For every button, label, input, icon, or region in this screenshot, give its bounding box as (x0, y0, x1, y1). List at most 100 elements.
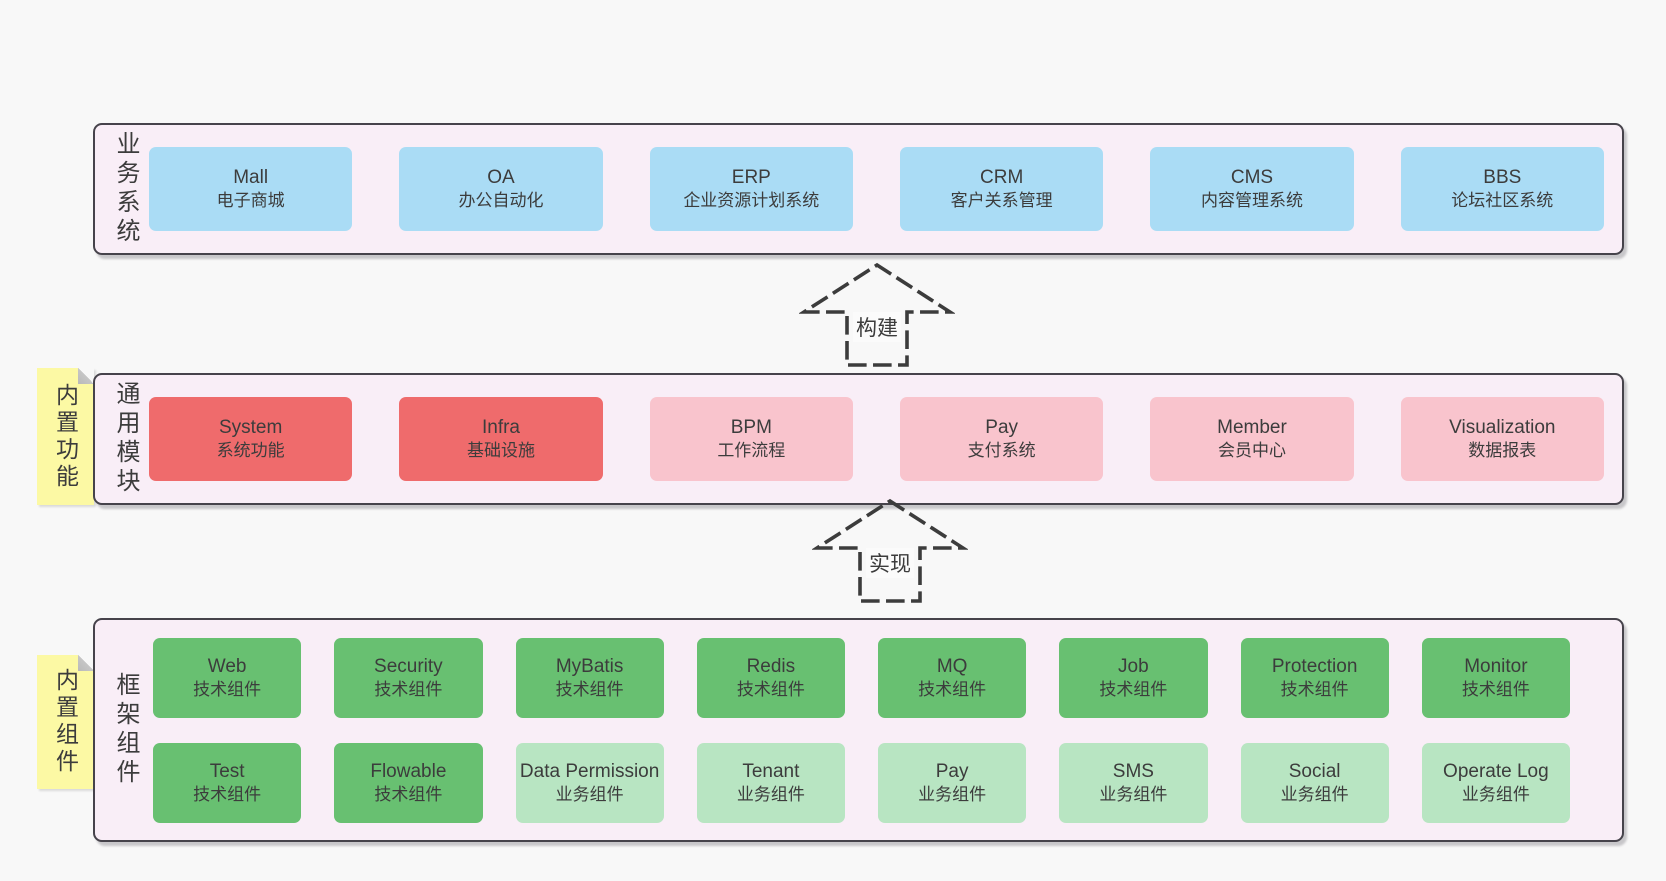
box-cn-label: 技术组件 (1099, 679, 1168, 699)
box-bbs: BBS 论坛社区系统 (1400, 147, 1604, 231)
arrow-label: 构建 (853, 312, 901, 342)
box-en-label: System (218, 417, 283, 439)
box-operate-log: Operate Log 业务组件 (1421, 742, 1570, 823)
box-cn-label: 基础设施 (466, 441, 535, 461)
box-cn-label: 业务组件 (736, 784, 805, 804)
sticky-note-text: 内置组件 (52, 668, 79, 776)
box-en-label: MQ (936, 655, 968, 677)
box-cn-label: 业务组件 (918, 784, 987, 804)
box-en-label: Pay (985, 417, 1019, 439)
box-en-label: Operate Log (1443, 760, 1549, 782)
box-cn-label: 系统功能 (216, 441, 285, 461)
box-test: Test 技术组件 (153, 742, 302, 823)
box-redis: Redis 技术组件 (696, 637, 845, 718)
box-web: Web 技术组件 (153, 637, 302, 718)
box-pay-component: Pay 业务组件 (878, 742, 1027, 823)
box-en-label: MyBatis (555, 655, 624, 677)
box-visualization: Visualization 数据报表 (1400, 397, 1604, 481)
box-cn-label: 技术组件 (1461, 679, 1530, 699)
dashed-up-arrow-icon (799, 262, 955, 367)
box-en-label: Monitor (1464, 655, 1528, 677)
box-system: System 系统功能 (149, 397, 353, 481)
box-cn-label: 技术组件 (1280, 679, 1349, 699)
box-en-label: Redis (746, 655, 796, 677)
box-job: Job 技术组件 (1059, 637, 1208, 718)
dashed-up-arrow-icon (812, 498, 968, 603)
box-cn-label: 办公自动化 (458, 191, 544, 211)
box-cn-label: 客户关系管理 (950, 191, 1053, 211)
box-mybatis: MyBatis 技术组件 (515, 637, 664, 718)
box-cn-label: 业务组件 (555, 784, 624, 804)
box-en-label: Security (374, 655, 443, 677)
box-protection: Protection 技术组件 (1240, 637, 1389, 718)
modules-box-row: System 系统功能 Infra 基础设施 BPM 工作流程 Pay 支付系统… (95, 375, 1622, 503)
box-en-label: OA (487, 167, 515, 189)
layer-business-systems: 业务系统 Mall 电子商城 OA 办公自动化 ERP 企业资源计划系统 CRM… (93, 123, 1624, 255)
components-row-1: Web 技术组件 Security 技术组件 MyBatis 技术组件 Redi… (153, 637, 1570, 718)
layer-label-framework-components: 框架组件 (112, 672, 139, 788)
box-en-label: Mall (233, 167, 269, 189)
box-en-label: CMS (1230, 167, 1274, 189)
arrow-label: 实现 (866, 548, 914, 578)
box-en-label: Protection (1271, 655, 1358, 677)
sticky-note-builtin-components: 内置组件 (37, 655, 94, 789)
box-cn-label: 技术组件 (374, 679, 443, 699)
box-flowable: Flowable 技术组件 (334, 742, 483, 823)
box-tenant: Tenant 业务组件 (696, 742, 845, 823)
box-monitor: Monitor 技术组件 (1421, 637, 1570, 718)
box-mq: MQ 技术组件 (878, 637, 1027, 718)
sticky-note-text: 内置功能 (52, 382, 79, 491)
box-pay-module: Pay 支付系统 (899, 397, 1104, 481)
box-cn-label: 内容管理系统 (1200, 191, 1303, 211)
box-cn-label: 技术组件 (193, 784, 262, 804)
box-cn-label: 电子商城 (216, 191, 285, 211)
box-en-label: BBS (1483, 167, 1522, 189)
business-box-row: Mall 电子商城 OA 办公自动化 ERP 企业资源计划系统 CRM 客户关系… (95, 125, 1622, 253)
note-fold-icon (78, 655, 94, 671)
box-cn-label: 业务组件 (1099, 784, 1168, 804)
box-cms: CMS 内容管理系统 (1150, 147, 1354, 231)
arrow-implement-up: 实现 (812, 497, 968, 605)
components-box-rows: Web 技术组件 Security 技术组件 MyBatis 技术组件 Redi… (95, 620, 1622, 840)
box-en-label: Member (1217, 417, 1287, 439)
box-en-label: Data Permission (519, 760, 660, 782)
box-security: Security 技术组件 (334, 637, 483, 718)
box-member: Member 会员中心 (1150, 397, 1354, 481)
box-mall: Mall 电子商城 (149, 147, 353, 231)
sticky-note-builtin-features: 内置功能 (37, 368, 94, 505)
box-cn-label: 工作流程 (717, 441, 786, 461)
note-fold-icon (78, 368, 94, 384)
box-en-label: Tenant (742, 760, 800, 782)
layer-label-business-systems: 业务系统 (112, 131, 139, 247)
box-cn-label: 支付系统 (967, 441, 1036, 461)
box-cn-label: 技术组件 (736, 679, 805, 699)
box-en-label: Visualization (1449, 417, 1556, 439)
box-en-label: ERP (731, 167, 771, 189)
box-en-label: Flowable (370, 760, 447, 782)
box-cn-label: 技术组件 (193, 679, 262, 699)
box-cn-label: 技术组件 (374, 784, 443, 804)
box-data-permission: Data Permission 业务组件 (515, 742, 664, 823)
box-en-label: CRM (980, 167, 1024, 189)
box-en-label: Infra (481, 417, 520, 439)
box-cn-label: 业务组件 (1461, 784, 1530, 804)
box-cn-label: 技术组件 (555, 679, 624, 699)
layer-builtin-components: 框架组件 Web 技术组件 Security 技术组件 MyBatis 技术组件… (93, 618, 1624, 842)
box-en-label: Pay (935, 760, 969, 782)
box-en-label: Social (1288, 760, 1341, 782)
box-social: Social 业务组件 (1240, 742, 1389, 823)
box-erp: ERP 企业资源计划系统 (649, 147, 853, 231)
box-cn-label: 数据报表 (1468, 441, 1537, 461)
box-bpm: BPM 工作流程 (649, 397, 853, 481)
box-en-label: BPM (730, 417, 772, 439)
layer-label-common-modules: 通用模块 (112, 381, 139, 497)
box-cn-label: 技术组件 (918, 679, 987, 699)
box-en-label: Web (207, 655, 247, 677)
arrow-build-up: 构建 (799, 261, 955, 369)
box-cn-label: 企业资源计划系统 (683, 191, 820, 211)
box-en-label: SMS (1112, 760, 1154, 782)
components-row-2: Test 技术组件 Flowable 技术组件 Data Permission … (153, 742, 1570, 823)
box-crm: CRM 客户关系管理 (899, 147, 1104, 231)
box-cn-label: 会员中心 (1217, 441, 1286, 461)
